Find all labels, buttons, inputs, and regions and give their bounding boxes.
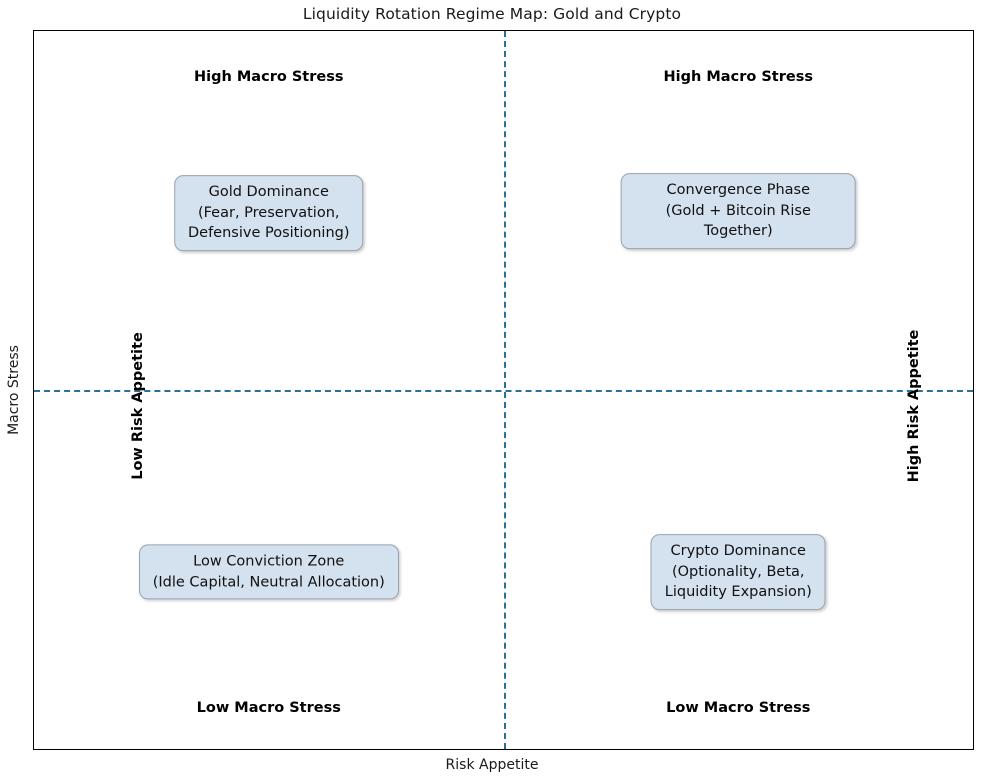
quadrant-label-bottom-right: Low Macro Stress xyxy=(666,700,811,716)
side-label-high-risk-appetite: High Risk Appetite xyxy=(906,329,922,483)
quadrant-label-bottom-left: Low Macro Stress xyxy=(196,700,341,716)
page-title: Liquidity Rotation Regime Map: Gold and … xyxy=(302,5,682,23)
regime-box-gold-dominance: Gold Dominance (Fear, Preservation, Defe… xyxy=(173,175,364,251)
y-axis-title: Macro Stress xyxy=(6,345,22,435)
quadrant-label-top-right: High Macro Stress xyxy=(663,69,813,85)
side-label-low-risk-appetite: Low Risk Appetite xyxy=(130,332,146,480)
regime-box-crypto-dominance: Crypto Dominance (Optionality, Beta, Liq… xyxy=(650,534,826,610)
horizontal-divider-line xyxy=(34,390,973,392)
plot-area: High Macro Stress High Macro Stress Low … xyxy=(33,30,974,750)
regime-box-low-conviction-zone: Low Conviction Zone (Idle Capital, Neutr… xyxy=(138,544,399,600)
quadrant-label-top-left: High Macro Stress xyxy=(194,69,344,85)
x-axis-title: Risk Appetite xyxy=(445,757,539,773)
regime-box-convergence-phase: Convergence Phase (Gold + Bitcoin Rise T… xyxy=(620,173,856,249)
